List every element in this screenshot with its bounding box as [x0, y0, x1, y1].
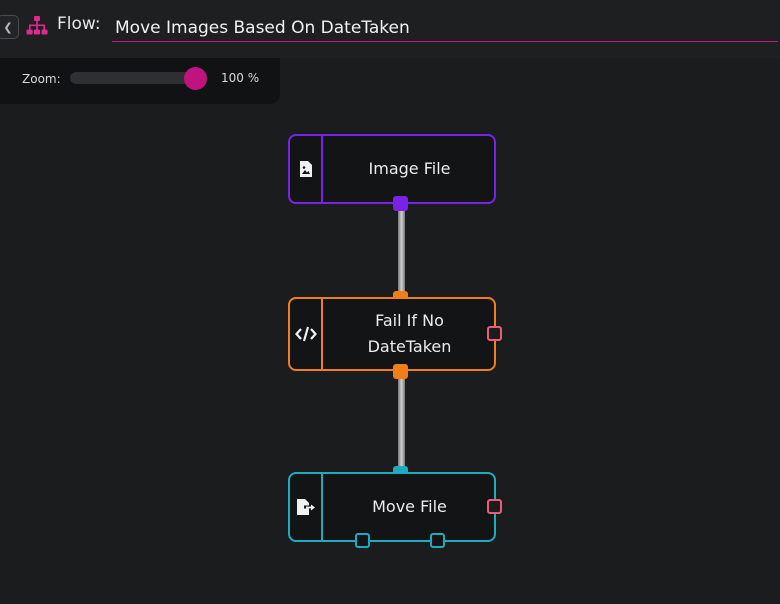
zoom-slider-thumb[interactable] — [184, 67, 207, 90]
node-icon-container — [290, 299, 323, 369]
chevron-left-icon: ❮ — [3, 20, 13, 34]
output-port-2[interactable] — [430, 533, 445, 548]
code-icon — [294, 326, 317, 342]
output-port[interactable] — [393, 364, 408, 379]
flow-name-input[interactable] — [112, 14, 778, 42]
zoom-value: 100 % — [221, 71, 260, 85]
sitemap-icon — [26, 16, 48, 35]
node-label: Image File — [368, 159, 451, 178]
output-port-1[interactable] — [355, 533, 370, 548]
file-export-icon — [296, 498, 315, 515]
flow-label: Flow: — [57, 14, 101, 34]
node-icon-container — [290, 136, 323, 202]
connector-line[interactable] — [398, 372, 405, 472]
output-port[interactable] — [393, 196, 408, 211]
top-bar: ❮ Flow: — [0, 0, 780, 58]
file-image-icon — [299, 160, 312, 177]
connector-line[interactable] — [398, 204, 405, 298]
zoom-label: Zoom: — [22, 72, 61, 86]
side-output-port[interactable] — [487, 499, 502, 514]
flow-node-fail-if-no-datetaken[interactable]: Fail If No DateTaken — [288, 297, 496, 371]
node-label: Move File — [372, 497, 447, 516]
back-button[interactable]: ❮ — [0, 15, 19, 39]
flow-node-move-file[interactable]: Move File — [288, 472, 496, 542]
flow-node-image-file[interactable]: Image File — [288, 134, 496, 204]
zoom-panel: Zoom: 100 % — [0, 58, 280, 104]
node-label: Fail If No DateTaken — [367, 311, 452, 356]
zoom-slider[interactable] — [70, 72, 206, 84]
side-output-port[interactable] — [487, 326, 502, 341]
node-icon-container — [290, 474, 323, 540]
